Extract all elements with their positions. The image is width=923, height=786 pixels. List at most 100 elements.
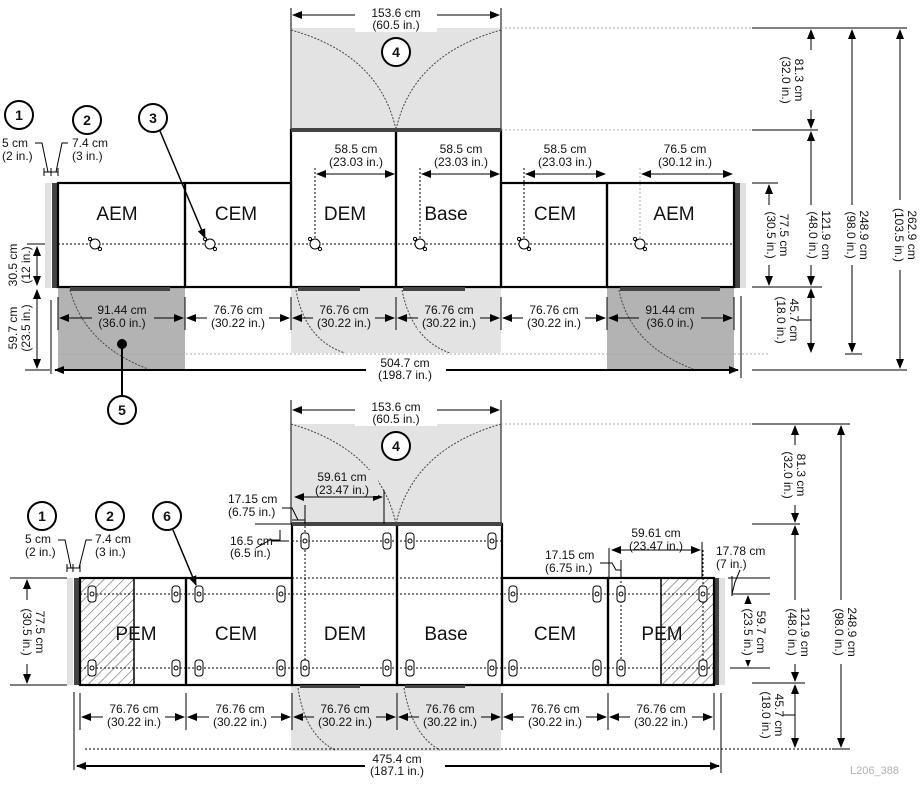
module-width-cm: 76.76 cm xyxy=(529,303,578,317)
leveler-foot-icon xyxy=(276,585,286,603)
left-clearance-cm: 59.7 cm xyxy=(6,307,20,350)
module-label: CEM xyxy=(534,624,576,645)
service-width-in: (60.5 in.) xyxy=(372,412,419,426)
module-depth-in: (30.5 in.) xyxy=(20,608,34,655)
door-swing-arc xyxy=(395,29,502,131)
leveler-foot-icon xyxy=(276,659,286,677)
module-width-in: (30.22 in.) xyxy=(211,316,265,330)
module-width-in: (30.22 in.) xyxy=(423,715,477,729)
leveler-depth-in: (23.5 in.) xyxy=(741,608,755,655)
leveler-span-cm: 59.61 cm xyxy=(631,526,680,540)
rear-clearance-cm: 81.3 cm xyxy=(794,454,808,497)
leveler-offset-in: (6.75 in.) xyxy=(545,561,592,575)
figure-reference: L206_388 xyxy=(850,765,899,777)
module-label: DEM xyxy=(324,624,366,645)
service-width-in: (60.5 in.) xyxy=(372,18,419,32)
callout-number: 1 xyxy=(38,508,46,524)
leveler-foot-icon xyxy=(616,659,626,677)
leveler-foot-icon xyxy=(508,585,518,603)
leveler-top-offset-in: (6.5 in.) xyxy=(230,546,271,560)
leveler-foot-hole-icon xyxy=(89,591,95,597)
service-width-cm: 153.6 cm xyxy=(371,400,420,414)
endcap-right-light xyxy=(740,183,746,288)
right-end-offset-cm: 17.78 cm xyxy=(716,544,765,558)
leveler-foot-icon xyxy=(698,659,708,677)
depth-248-in: (98.0 in.) xyxy=(844,211,858,258)
leveler-foot-icon xyxy=(300,659,310,677)
leveler-span-cm: 59.61 cm xyxy=(317,470,366,484)
leveler-foot-hole-icon xyxy=(196,665,202,671)
leveler-foot-icon xyxy=(87,659,97,677)
module-label: CEM xyxy=(215,204,257,225)
module-width-cm: 76.76 cm xyxy=(636,702,685,716)
leveler-foot-icons xyxy=(87,532,708,677)
leveler-foot-icon xyxy=(87,585,97,603)
leveler-foot-icon xyxy=(194,659,204,677)
leveler-span-in: (23.47 in.) xyxy=(629,539,683,553)
door-width-in: (30.12 in.) xyxy=(658,155,712,169)
module-depth-in: (30.5 in.) xyxy=(764,211,778,258)
module-cem-left xyxy=(183,181,293,289)
total-width-in: (187.1 in.) xyxy=(370,764,424,778)
module-width-in: (30.22 in.) xyxy=(634,715,688,729)
module-width-cm: 91.44 cm xyxy=(645,303,694,317)
module-label: AEM xyxy=(653,204,694,225)
leveler-foot-hole-icon xyxy=(173,665,179,671)
depth-121-cm: 121.9 cm xyxy=(819,210,833,259)
leveler-foot-hole-icon xyxy=(384,665,390,671)
callout-number: 2 xyxy=(83,112,91,128)
leveler-foot-icon xyxy=(171,659,181,677)
module-width-in: (30.22 in.) xyxy=(422,316,476,330)
callout-6 xyxy=(152,501,182,531)
module-depth-cm: 77.5 cm xyxy=(777,214,791,257)
leveler-foot-hole-icon xyxy=(594,591,600,597)
module-label: AEM xyxy=(96,204,137,225)
depth-248-in: (98.0 in.) xyxy=(832,608,846,655)
leveler-foot-icon xyxy=(698,585,708,603)
left-offset-cm: 30.5 cm xyxy=(6,244,20,287)
door-width-cm: 58.5 cm xyxy=(440,142,483,156)
module-width-cm: 91.44 cm xyxy=(97,303,146,317)
endcap-2-cm: 7.4 cm xyxy=(95,532,131,546)
callout-number: 1 xyxy=(15,107,23,123)
module-width-in: (36.0 in.) xyxy=(98,316,145,330)
leveler-offset-cm: 17.15 cm xyxy=(228,492,277,506)
callout-number: 5 xyxy=(118,402,126,418)
leveler-foot-hole-icon xyxy=(700,591,706,597)
endcap-1-cm: 5 cm xyxy=(25,532,51,546)
module-width-cm: 76.76 cm xyxy=(109,702,158,716)
module-label: Base xyxy=(424,204,467,225)
module-label: CEM xyxy=(534,204,576,225)
module-label: PEM xyxy=(115,624,156,645)
leveler-foot-hole-icon xyxy=(489,665,495,671)
module-width-cm: 76.76 cm xyxy=(530,702,579,716)
door-width-cm: 58.5 cm xyxy=(544,142,587,156)
left-offset-in: (12 in.) xyxy=(19,246,33,283)
leveler-foot-hole-icon xyxy=(302,538,308,544)
rear-clearance-in: (32.0 in.) xyxy=(781,451,795,498)
leveler-depth-cm: 59.7 cm xyxy=(754,611,768,654)
leveler-foot-icon xyxy=(508,659,518,677)
callout-5 xyxy=(107,395,137,425)
leveler-span-in: (23.47 in.) xyxy=(315,483,369,497)
endcap-1-cm: 5 cm xyxy=(2,136,28,150)
leveler-foot-hole-icon xyxy=(407,538,413,544)
leveler-foot-hole-icon xyxy=(89,665,95,671)
leveler-foot-icon xyxy=(194,585,204,603)
endcap-left-dark xyxy=(52,183,58,288)
front-clearance-cm: 45.7 cm xyxy=(772,694,786,737)
module-width-in: (30.22 in.) xyxy=(318,715,372,729)
front-clearance-in: (18.0 in.) xyxy=(774,296,788,343)
module-width-cm: 76.76 cm xyxy=(215,702,264,716)
door-swing-arc xyxy=(290,29,397,131)
leveler-foot-hole-icon xyxy=(594,665,600,671)
callout-number: 4 xyxy=(392,44,400,60)
total-width-cm: 475.4 cm xyxy=(372,752,421,766)
module-cem-right xyxy=(499,181,609,289)
module-width-in: (30.22 in.) xyxy=(107,715,161,729)
module-width-in: (36.0 in.) xyxy=(646,316,693,330)
callout-1 xyxy=(4,100,34,130)
endcap-left-light xyxy=(45,183,51,288)
rear-clearance-cm: 81.3 cm xyxy=(792,59,806,102)
leveler-foot-hole-icon xyxy=(618,591,624,597)
